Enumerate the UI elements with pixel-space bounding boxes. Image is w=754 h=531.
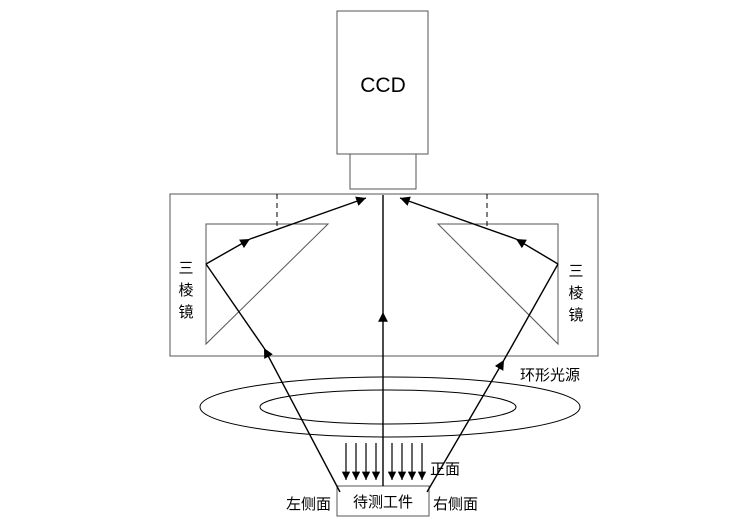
illumination-arrows — [341, 443, 427, 480]
right-side-label: 右侧面 — [433, 495, 478, 513]
left-prism — [205, 223, 330, 346]
right-prism-label: 三 棱 镜 — [568, 262, 583, 324]
left-ray-path — [205, 196, 367, 493]
svg-text:镜: 镜 — [568, 306, 583, 324]
ccd-label: CCD — [360, 74, 406, 97]
right-ray-path — [399, 196, 559, 493]
ring-light-label: 环形光源 — [520, 366, 580, 384]
ring-light-outer — [199, 376, 581, 438]
prism-housing-frame — [169, 193, 599, 357]
ccd-camera-lens — [349, 153, 417, 190]
workpiece-label: 待测工件 — [353, 493, 413, 511]
svg-text:棱: 棱 — [178, 281, 193, 299]
right-prism — [436, 223, 559, 346]
svg-text:棱: 棱 — [568, 284, 583, 302]
svg-text:三: 三 — [568, 262, 583, 280]
svg-text:三: 三 — [178, 259, 193, 277]
left-side-label: 左侧面 — [286, 495, 331, 513]
svg-text:镜: 镜 — [178, 303, 193, 321]
left-prism-label: 三 棱 镜 — [178, 259, 193, 321]
ring-light-inner — [259, 389, 517, 425]
front-face-label: 正面 — [430, 460, 460, 478]
